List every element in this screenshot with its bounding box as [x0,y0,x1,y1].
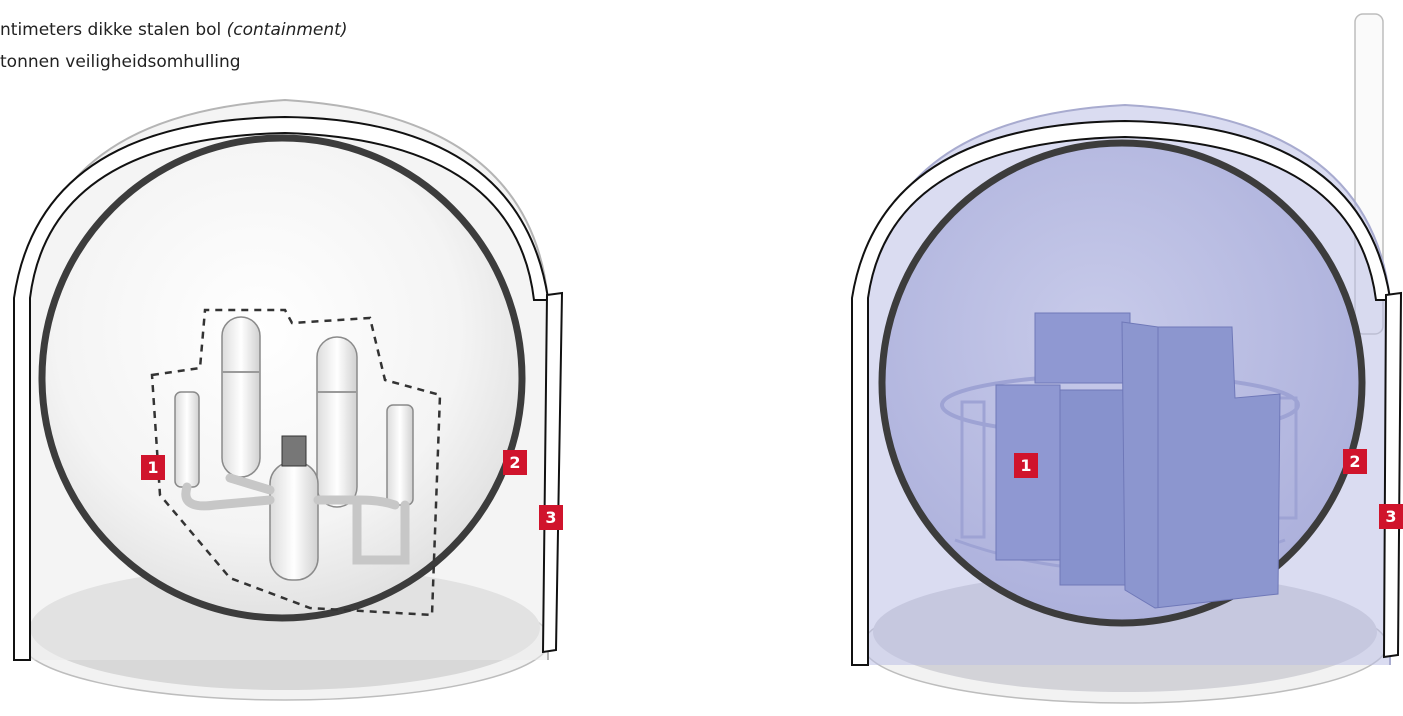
left-steam-generator-2 [317,337,357,507]
left-wall-right-panel [543,293,562,652]
marker-1-right: 1 [1014,453,1038,478]
marker-3-left: 3 [539,505,563,530]
right-diagram [852,14,1401,703]
left-pump-2 [387,405,413,505]
marker-3-right: 3 [1379,504,1403,529]
marker-2-left: 2 [503,450,527,475]
right-block-top-left [1035,313,1130,383]
marker-2-right: 2 [1343,449,1367,474]
left-control-rods [282,436,306,466]
right-wall-right-panel [1384,293,1401,657]
left-pump-1 [175,392,199,487]
left-steam-generator-1 [222,317,260,477]
marker-1-left: 1 [141,455,165,480]
left-diagram [14,100,562,700]
right-block-middle [1060,390,1125,585]
left-reactor-vessel [270,462,318,580]
